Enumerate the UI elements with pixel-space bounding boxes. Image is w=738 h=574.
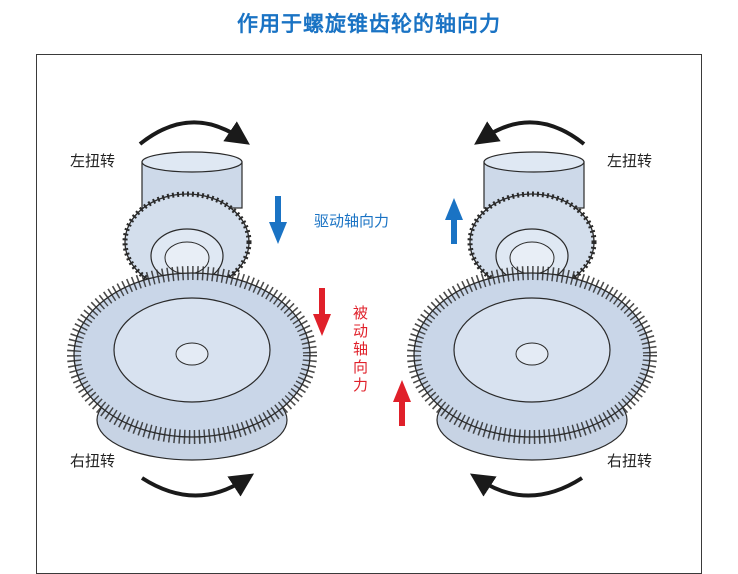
label-top-left: 左扭转 — [70, 152, 116, 170]
driven-force-arrow-up — [393, 380, 411, 426]
right-top-rotation-arrow — [474, 120, 586, 146]
page-title: 作用于螺旋锥齿轮的轴向力 — [237, 12, 501, 36]
label-top-right: 左扭转 — [607, 152, 653, 170]
right-driven-gear — [407, 266, 657, 461]
left-top-rotation-arrow — [138, 120, 250, 146]
right-gear-set — [407, 120, 657, 498]
right-bottom-rotation-arrow — [469, 473, 584, 498]
left-driven-gear — [67, 266, 317, 461]
label-bottom-right: 右扭转 — [607, 452, 653, 470]
label-driven-axial-force: 被动轴向力 — [353, 304, 369, 394]
label-bottom-left: 右扭转 — [70, 452, 116, 470]
left-pinion-gear — [122, 191, 252, 293]
drive-force-arrow-up — [445, 198, 463, 244]
drive-force-arrow-down — [269, 196, 287, 244]
driven-force-arrow-down — [313, 288, 331, 336]
left-bottom-rotation-arrow — [140, 473, 255, 498]
label-drive-axial-force: 驱动轴向力 — [314, 212, 390, 230]
right-pinion-gear — [467, 191, 597, 293]
left-gear-set — [67, 120, 317, 498]
